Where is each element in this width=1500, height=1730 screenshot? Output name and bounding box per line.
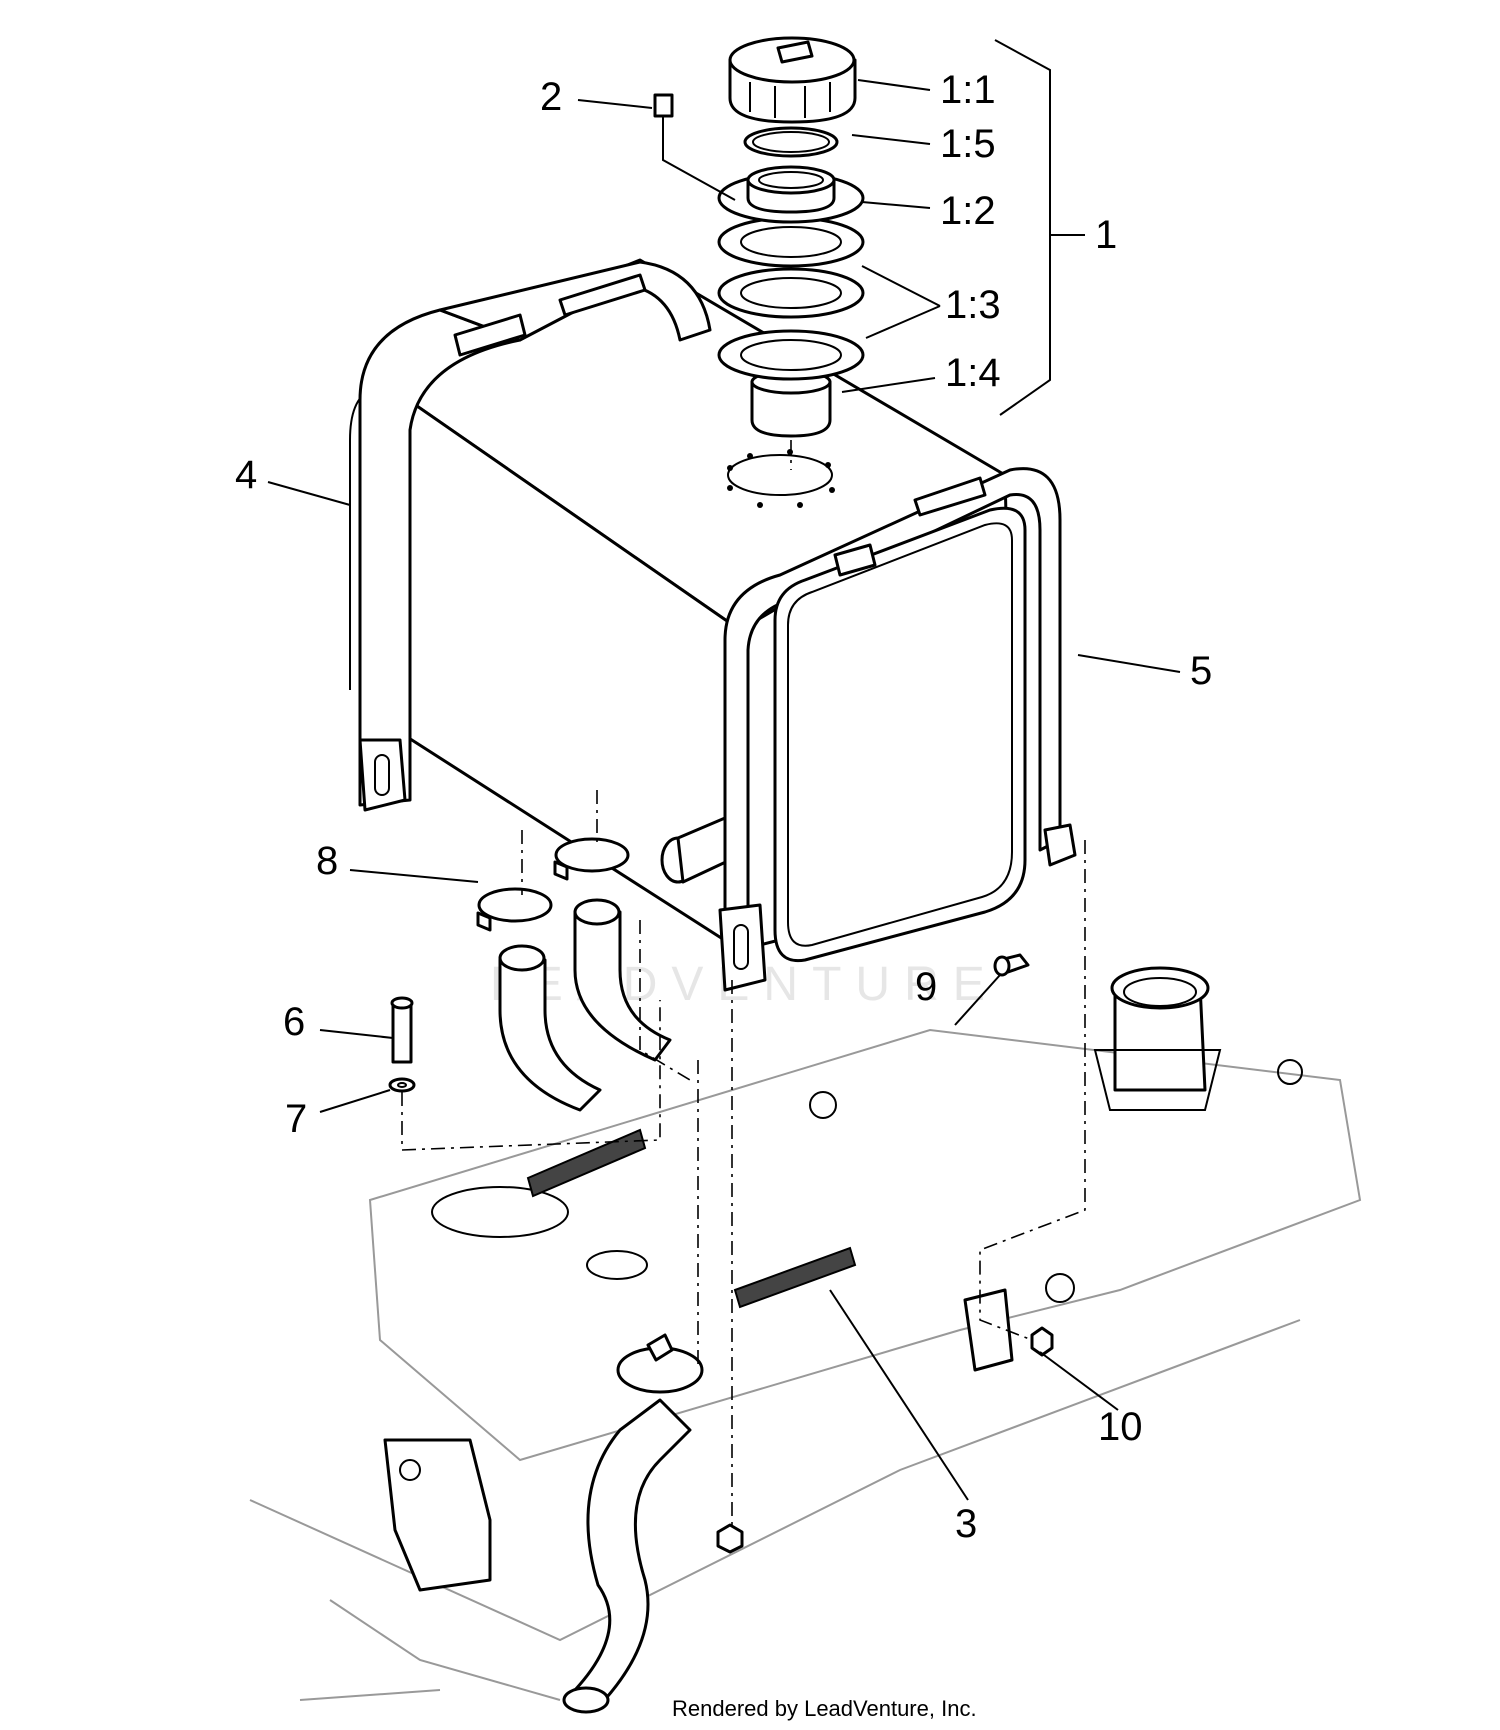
chassis-frame (249, 966, 1362, 1701)
nut-part-10 (1030, 1326, 1054, 1357)
filler-neck-assembly (717, 36, 865, 438)
bolt-part-9 (993, 953, 1030, 977)
callout-8: 8 (316, 839, 338, 883)
rubber-pads (526, 1128, 857, 1309)
callout-10: 10 (1098, 1405, 1143, 1449)
callout-9: 9 (915, 965, 937, 1009)
screw-part-2 (653, 93, 736, 201)
callout-5: 5 (1190, 649, 1212, 693)
callout-1-3: 1:3 (945, 283, 1001, 327)
callout-2: 2 (540, 75, 562, 119)
callout-1-2: 1:2 (940, 189, 996, 233)
washer-part-7 (388, 1077, 416, 1093)
callout-labels: 1:1 1:5 1:2 1 1:3 1:4 2 4 5 8 9 6 7 10 3 (235, 68, 1212, 1546)
bottom-nut (716, 1523, 744, 1554)
callout-1-1: 1:1 (940, 68, 996, 112)
callout-6: 6 (283, 1000, 305, 1044)
callout-1: 1 (1095, 213, 1117, 257)
front-strap (718, 467, 1077, 992)
alignment-lines (401, 440, 1086, 1525)
leader-lines (267, 39, 1181, 1501)
hoses (498, 898, 704, 1714)
callout-3: 3 (955, 1502, 977, 1546)
callout-4: 4 (235, 453, 257, 497)
rear-strap (358, 260, 712, 812)
tank-filler-bolt-holes (727, 449, 835, 508)
callout-1-5: 1:5 (940, 122, 996, 166)
render-credit: Rendered by LeadVenture, Inc. (672, 1696, 977, 1721)
hose-clamps (476, 837, 630, 932)
mounting-screw-part-6 (390, 996, 414, 1064)
callout-1-4: 1:4 (945, 351, 1001, 395)
callout-7: 7 (285, 1097, 307, 1141)
